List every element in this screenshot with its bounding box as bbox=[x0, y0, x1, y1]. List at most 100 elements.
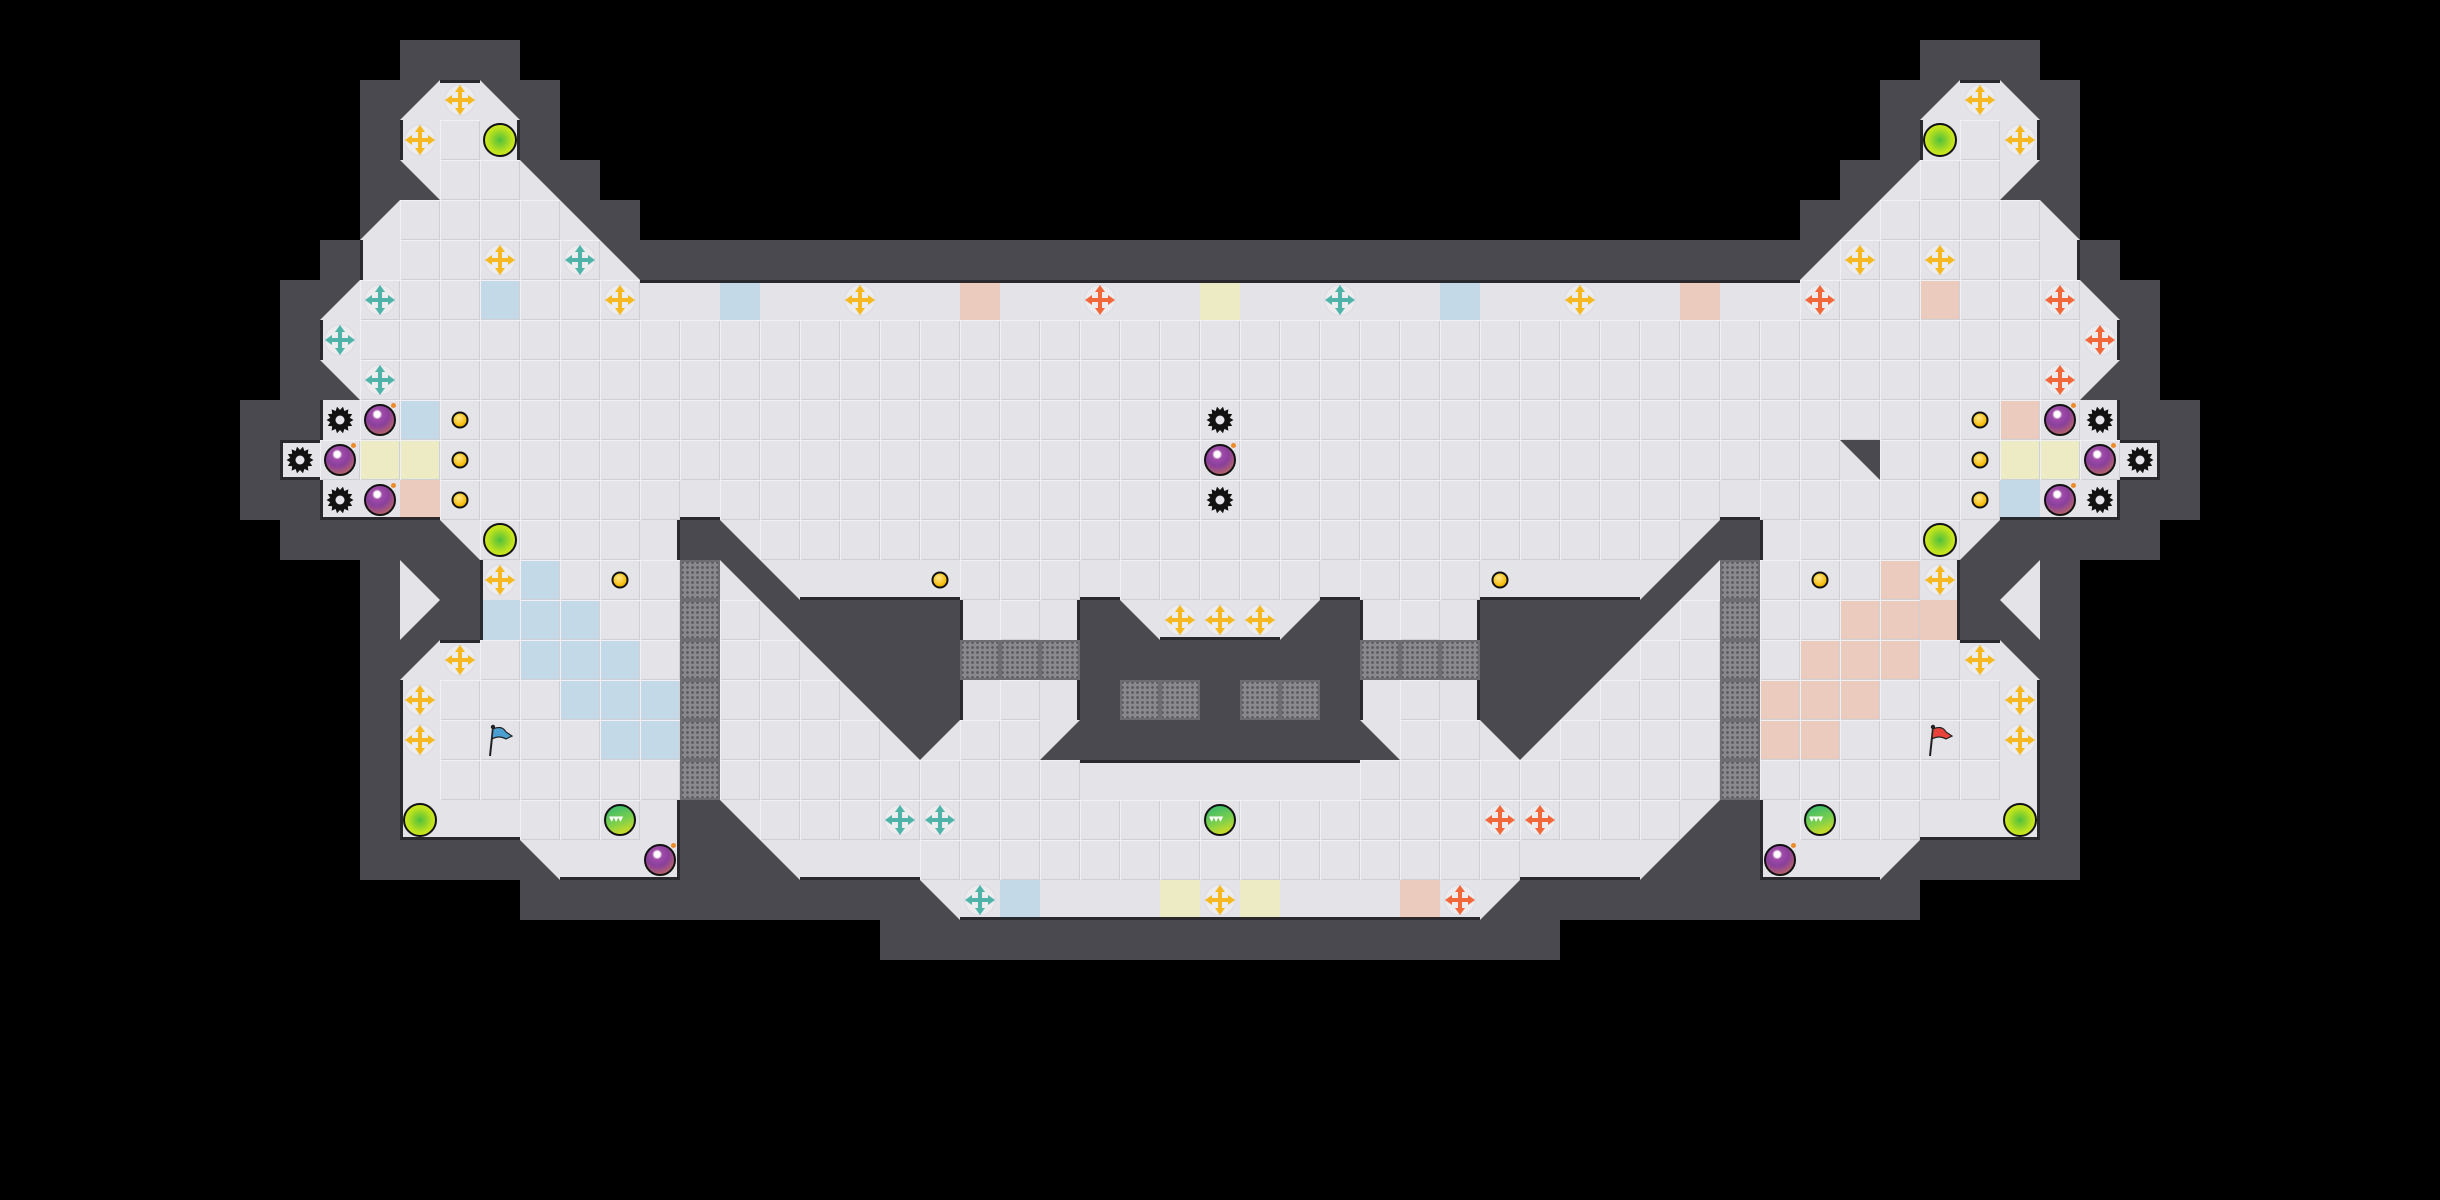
floor-tile bbox=[440, 80, 480, 120]
neutral-boost-icon bbox=[443, 643, 477, 677]
floor-tile bbox=[1480, 440, 1520, 480]
floor-tile bbox=[440, 640, 480, 680]
gate-tile bbox=[680, 560, 720, 600]
floor-tile bbox=[600, 440, 640, 480]
floor-tile bbox=[1760, 840, 1800, 880]
floor-tile bbox=[720, 400, 760, 440]
floor-tile bbox=[1240, 320, 1280, 360]
floor-tile bbox=[1520, 480, 1560, 520]
gate-tile bbox=[680, 720, 720, 760]
floor-tile bbox=[360, 480, 400, 520]
wall-tile bbox=[280, 400, 320, 440]
floor-tile bbox=[1040, 600, 1080, 640]
wall-tile bbox=[1240, 920, 1280, 960]
wall-tile bbox=[520, 880, 560, 920]
floor-tile bbox=[400, 240, 440, 280]
red-team-tile bbox=[1800, 680, 1840, 720]
gate-tile bbox=[1280, 680, 1320, 720]
floor-tile bbox=[1160, 440, 1200, 480]
floor-tile bbox=[520, 520, 560, 560]
floor-tile bbox=[440, 480, 480, 520]
floor-tile bbox=[1280, 840, 1320, 880]
floor-segment bbox=[1960, 520, 2000, 560]
red-team-tile bbox=[2000, 400, 2040, 440]
floor-tile bbox=[1120, 560, 1160, 600]
wall-tile bbox=[1400, 240, 1440, 280]
floor-tile bbox=[640, 560, 680, 600]
powerup-icon bbox=[2003, 803, 2037, 837]
floor-tile bbox=[2000, 320, 2040, 360]
wall-tile bbox=[1280, 920, 1320, 960]
diagonal-wall-tile bbox=[560, 200, 600, 240]
floor-tile bbox=[1760, 320, 1800, 360]
floor-tile bbox=[1000, 520, 1040, 560]
floor-segment bbox=[1280, 600, 1320, 640]
floor-tile bbox=[1880, 800, 1920, 840]
diagonal-wall-tile bbox=[2000, 600, 2040, 640]
red-team-tile bbox=[1840, 640, 1880, 680]
neutral-boost-icon bbox=[1963, 83, 1997, 117]
floor-tile bbox=[2000, 280, 2040, 320]
floor-tile bbox=[1240, 520, 1280, 560]
floor-tile bbox=[840, 800, 880, 840]
wall-tile bbox=[440, 600, 480, 640]
floor-tile bbox=[1120, 760, 1160, 800]
floor-tile bbox=[1640, 360, 1680, 400]
wall-tile bbox=[1880, 880, 1920, 920]
floor-segment bbox=[2000, 160, 2040, 200]
neutral-team-tile bbox=[2040, 440, 2080, 480]
floor-tile bbox=[840, 400, 880, 440]
floor-tile bbox=[1880, 320, 1920, 360]
red-boost-icon bbox=[2043, 363, 2077, 397]
floor-tile bbox=[1720, 400, 1760, 440]
spike-icon bbox=[2083, 483, 2117, 517]
floor-tile bbox=[1080, 480, 1120, 520]
diagonal-wall-tile bbox=[1800, 240, 1840, 280]
floor-tile bbox=[720, 480, 760, 520]
floor-tile bbox=[1560, 520, 1600, 560]
floor-tile bbox=[1240, 280, 1280, 320]
floor-tile bbox=[920, 480, 960, 520]
button-icon bbox=[1491, 571, 1509, 589]
floor-tile bbox=[1760, 800, 1800, 840]
diagonal-wall-tile bbox=[2000, 80, 2040, 120]
floor-tile bbox=[1320, 760, 1360, 800]
wall-tile bbox=[2160, 400, 2200, 440]
gate-tile bbox=[1000, 640, 1040, 680]
floor-tile bbox=[1960, 400, 2000, 440]
wall-tile bbox=[920, 240, 960, 280]
neutral-team-tile bbox=[400, 440, 440, 480]
wall-tile bbox=[1520, 680, 1560, 720]
blue-team-tile bbox=[600, 640, 640, 680]
diagonal-wall-tile bbox=[920, 720, 960, 760]
wall-tile bbox=[1840, 880, 1880, 920]
red-team-tile bbox=[1880, 600, 1920, 640]
red-team-tile bbox=[1680, 280, 1720, 320]
floor-tile bbox=[560, 560, 600, 600]
wall-tile bbox=[1680, 880, 1720, 920]
floor-tile bbox=[1920, 240, 1960, 280]
button-icon bbox=[1971, 491, 1989, 509]
wall-tile bbox=[1960, 600, 2000, 640]
floor-segment bbox=[1520, 720, 1560, 760]
floor-segment bbox=[360, 200, 400, 240]
floor-tile bbox=[960, 480, 1000, 520]
red-boost-icon bbox=[2043, 283, 2077, 317]
floor-tile bbox=[1720, 320, 1760, 360]
floor-tile bbox=[1040, 320, 1080, 360]
gate-tile bbox=[1720, 720, 1760, 760]
floor-tile bbox=[640, 320, 680, 360]
floor-tile bbox=[760, 680, 800, 720]
floor-tile bbox=[1880, 280, 1920, 320]
floor-tile bbox=[1840, 800, 1880, 840]
red-team-tile bbox=[1840, 600, 1880, 640]
wall-tile bbox=[1080, 600, 1120, 640]
floor-tile bbox=[1280, 800, 1320, 840]
floor-tile bbox=[880, 280, 920, 320]
floor-tile bbox=[1640, 400, 1680, 440]
floor-tile bbox=[1440, 520, 1480, 560]
floor-segment bbox=[2000, 600, 2040, 640]
floor-tile bbox=[1840, 520, 1880, 560]
floor-tile bbox=[1640, 680, 1680, 720]
floor-tile bbox=[1720, 440, 1760, 480]
